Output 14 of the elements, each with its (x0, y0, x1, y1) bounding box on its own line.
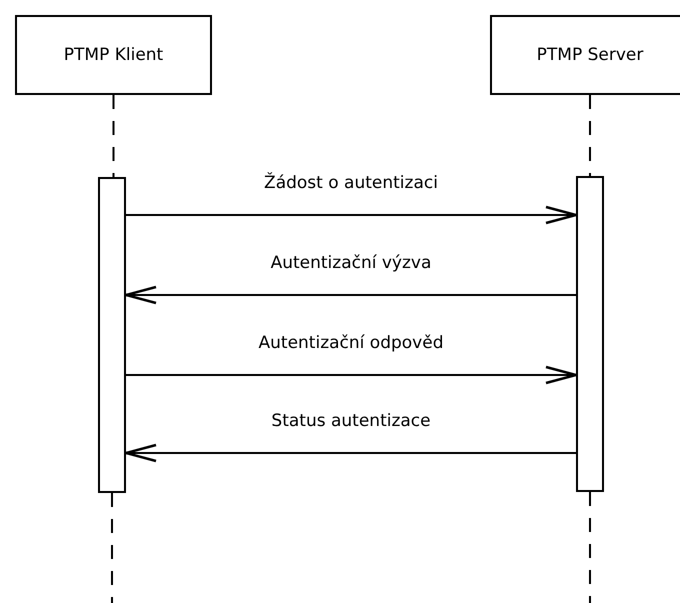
lifeline (589, 95, 591, 176)
message-arrow (126, 366, 578, 384)
edge-label: Status autentizace (271, 411, 431, 431)
message-arrow (126, 206, 578, 224)
participant-box: PTMP Klient (15, 15, 212, 95)
lifeline (112, 95, 114, 177)
message-arrow (124, 444, 576, 462)
edge-label: Autentizační odpověd (258, 333, 444, 353)
message-arrow (124, 286, 576, 304)
edge-label: Autentizační výzva (270, 253, 432, 273)
activation-bar (576, 176, 604, 492)
activation-bar (98, 177, 126, 493)
edge-label: Žádost o autentizaci (264, 173, 438, 193)
participant-box: PTMP Server (490, 15, 680, 95)
